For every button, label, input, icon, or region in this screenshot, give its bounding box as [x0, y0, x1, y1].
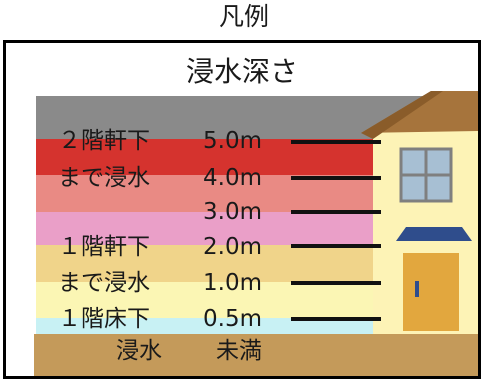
tick-2m [291, 244, 381, 248]
depth-label-1m: 1.0m [203, 270, 262, 296]
label-floor2-line1: ２階軒下 [58, 128, 150, 154]
ground-band: 浸水 未満 [34, 334, 478, 376]
ground-label-left: 浸水 [116, 338, 162, 364]
door-icon [403, 253, 459, 331]
tick-5m [291, 140, 381, 144]
tick-05m [291, 317, 381, 321]
tick-4m [291, 176, 381, 180]
legend-subtitle: 浸水深さ [185, 55, 298, 88]
depth-label-2m: 2.0m [203, 234, 262, 260]
label-below-floor: １階床下 [58, 306, 150, 332]
tick-1m [291, 281, 381, 285]
house-illustration [361, 91, 478, 336]
depth-label-3m: 3.0m [203, 199, 262, 225]
tick-3m [291, 210, 381, 214]
ground-label-right: 未満 [216, 338, 262, 364]
label-floor1-line1: １階軒下 [58, 234, 150, 260]
label-floor1-line2: まで浸水 [58, 270, 150, 296]
depth-label-4m: 4.0m [203, 165, 262, 191]
depth-label-5m: 5.0m [203, 128, 262, 154]
depth-label-05m: 0.5m [203, 306, 262, 332]
door-awning [396, 227, 472, 241]
legend-frame: 浸水深さ 浸水 未満 ２階軒下 まで浸水 １階軒下 まで浸水 １階床 [3, 40, 481, 379]
band-0-05m [36, 318, 473, 334]
legend-title: 凡例 [218, 2, 269, 31]
label-floor2-line2: まで浸水 [58, 165, 150, 191]
